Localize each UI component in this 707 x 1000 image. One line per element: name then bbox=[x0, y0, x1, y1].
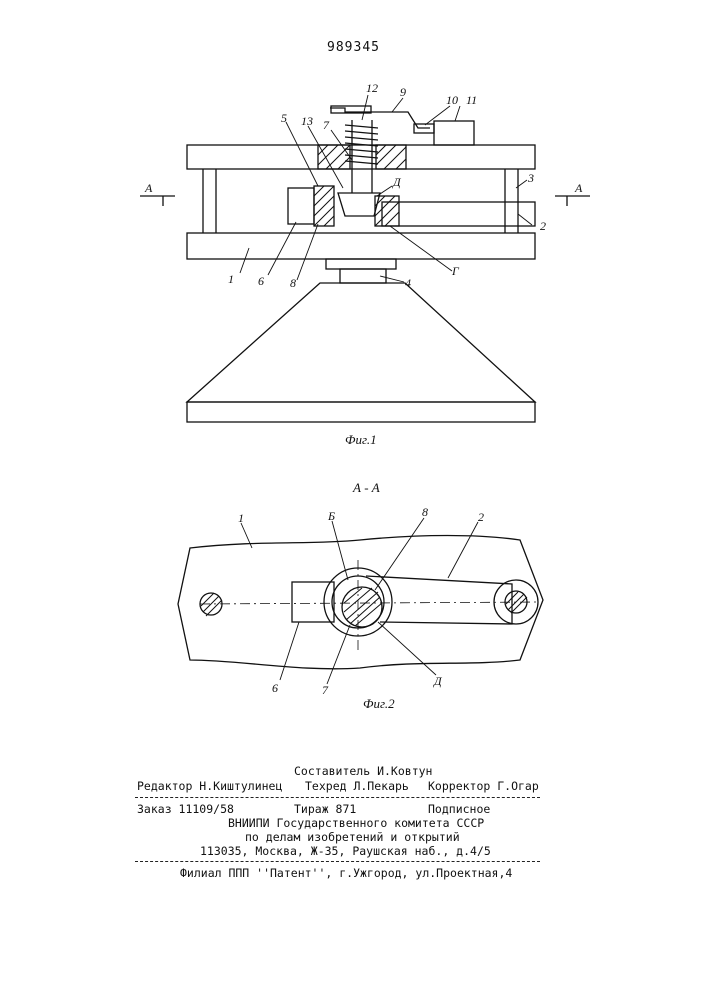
callout-5: 5 bbox=[281, 111, 287, 125]
callout-8: 8 bbox=[290, 276, 296, 290]
callout-G: Г bbox=[451, 264, 460, 278]
subscription: Подписное bbox=[428, 802, 490, 817]
callout-2: 2 bbox=[540, 219, 546, 233]
funnel bbox=[187, 283, 535, 402]
lever-2 bbox=[382, 202, 535, 226]
callout-4: 4 bbox=[405, 276, 411, 290]
fig2-callout-1: 1 bbox=[238, 511, 244, 525]
pin-section bbox=[342, 587, 382, 627]
part-4 bbox=[340, 269, 386, 283]
callout-11: 11 bbox=[466, 93, 477, 107]
fig1-caption: Фиг.1 bbox=[345, 432, 377, 447]
fig2-callout-D: Д bbox=[433, 674, 443, 688]
techeditor: Техред Л.Пекарь bbox=[305, 779, 409, 794]
callout-12: 12 bbox=[366, 81, 378, 95]
block-6 bbox=[288, 188, 314, 224]
cone-pin bbox=[338, 193, 380, 216]
rule bbox=[135, 797, 540, 798]
fig2-callout-7: 7 bbox=[322, 683, 329, 697]
callout-6: 6 bbox=[258, 274, 264, 288]
fig2-section-title: А - А bbox=[352, 480, 380, 495]
section-A-left: А bbox=[144, 181, 153, 195]
editor: Редактор Н.Киштулинец bbox=[137, 779, 282, 794]
callout-9: 9 bbox=[400, 85, 406, 99]
fig2-callout-8: 8 bbox=[422, 505, 428, 519]
section-A-right: А bbox=[574, 181, 583, 195]
fig2-callout-6: 6 bbox=[272, 681, 278, 695]
callout-13: 13 bbox=[301, 114, 313, 128]
fig2-callout-B: Б bbox=[327, 509, 335, 523]
address: 113035, Москва, Ж-35, Раушская наб., д.4… bbox=[200, 844, 491, 859]
branch: Филиал ППП ''Патент'', г.Ужгород, ул.Про… bbox=[180, 866, 512, 881]
circulation: Тираж 871 bbox=[294, 802, 356, 817]
fig2-caption: Фиг.2 bbox=[363, 696, 395, 711]
rule bbox=[135, 861, 540, 862]
callout-D: Д bbox=[392, 175, 402, 189]
corrector: Корректор Г.Огар bbox=[428, 779, 539, 794]
box-11 bbox=[434, 121, 474, 145]
compiler: Составитель И.Ковтун bbox=[294, 764, 432, 779]
callout-7: 7 bbox=[323, 118, 330, 132]
funnel-base bbox=[187, 402, 535, 422]
base-plate bbox=[187, 233, 535, 259]
institute-line1: ВНИИПИ Государственного комитета СССР bbox=[228, 816, 484, 831]
callout-10: 10 bbox=[446, 93, 458, 107]
fig2-callout-2: 2 bbox=[478, 510, 484, 524]
flange bbox=[326, 259, 396, 269]
order: Заказ 11109/58 bbox=[137, 802, 234, 817]
bushing-right bbox=[376, 145, 406, 169]
callout-1: 1 bbox=[228, 272, 234, 286]
institute-line2: по делам изобретений и открытий bbox=[245, 830, 460, 845]
callout-3: 3 bbox=[527, 171, 534, 185]
